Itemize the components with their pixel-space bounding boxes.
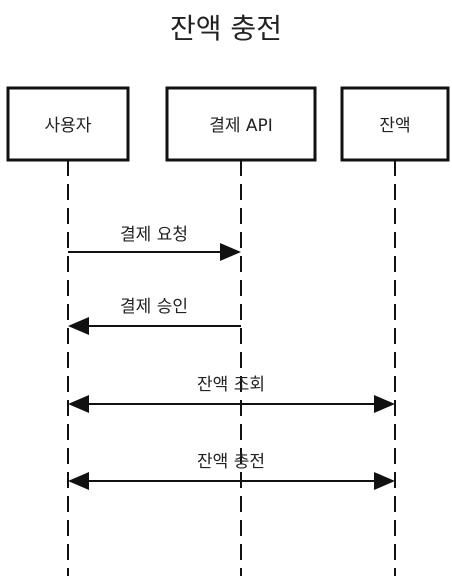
message-payment-request-label: 결제 요청 (120, 225, 188, 245)
message-payment-approval-label: 결제 승인 (120, 297, 188, 317)
participant-payment-api-label: 결제 API (209, 116, 273, 136)
participant-payment-api: 결제 API (165, 86, 317, 162)
arrowhead-right (220, 243, 241, 261)
message-balance-charge-label: 잔액 충전 (197, 452, 265, 472)
arrowhead-left (68, 317, 89, 335)
arrowhead-left (68, 472, 89, 490)
message-balance-inquiry: 잔액 조회 (68, 375, 395, 413)
participant-user-label: 사용자 (45, 116, 92, 136)
message-payment-request: 결제 요청 (68, 225, 241, 261)
message-balance-inquiry-label: 잔액 조회 (197, 375, 265, 395)
arrowhead-right (374, 395, 395, 413)
message-payment-approval: 결제 승인 (68, 297, 241, 335)
participant-balance-label: 잔액 (379, 116, 410, 136)
diagram-title: 잔액 충전 (170, 12, 282, 45)
message-balance-charge: 잔액 충전 (68, 452, 395, 490)
participant-user: 사용자 (6, 86, 130, 162)
participant-balance: 잔액 (340, 86, 450, 162)
arrowhead-right (374, 472, 395, 490)
arrowhead-left (68, 395, 89, 413)
